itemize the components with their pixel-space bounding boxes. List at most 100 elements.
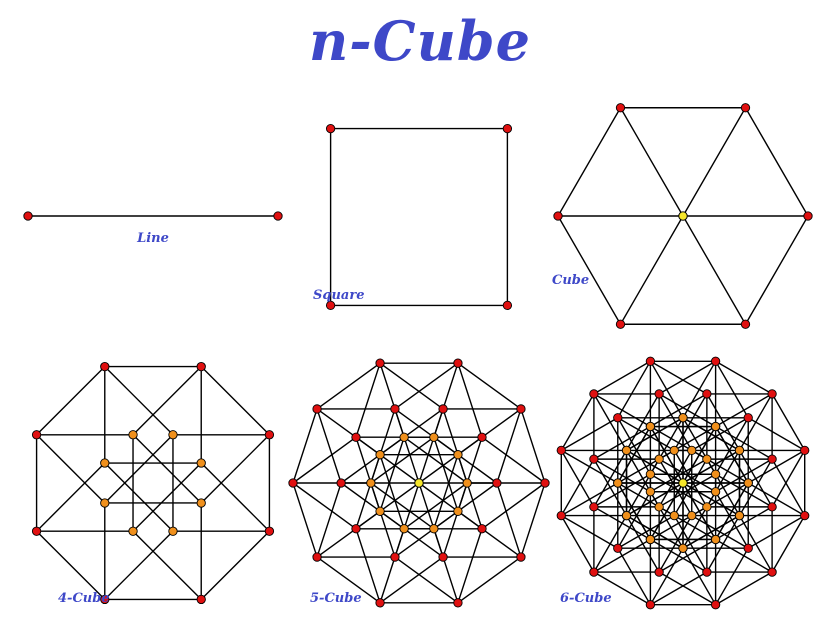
vertex [128,526,138,536]
vertex [273,211,283,221]
edge [200,434,270,504]
vertex [589,567,599,577]
edge [36,530,106,600]
vertex [710,421,721,432]
edge-group [557,107,809,325]
vertex [100,498,110,508]
edge [738,515,773,573]
vertex [540,478,550,488]
edge [433,528,459,604]
panel-label: Cube [552,273,589,288]
vertex [100,361,110,372]
vertex [613,478,623,488]
edge-group [292,362,546,604]
panel-label: Line [136,231,169,246]
edge [370,482,396,558]
edge [593,458,651,493]
edge [418,482,483,530]
edge [747,515,806,549]
edge [316,362,381,410]
edge [617,360,651,419]
vertex [800,510,810,521]
vertex [100,458,110,468]
vertex [654,567,664,577]
edge [394,510,459,558]
edge [738,450,773,508]
vertex [702,567,712,577]
edge [744,107,809,217]
vertex [453,598,463,608]
vertex-group [31,361,275,605]
vertex [312,404,322,414]
vertex [556,445,566,456]
edge [557,215,622,325]
edge [658,360,716,395]
edge [682,360,717,419]
vertex-group [556,356,810,610]
panel-5-cube: 5-Cube [288,358,550,608]
vertex [556,510,566,521]
edge [104,530,174,600]
edge [496,408,522,484]
vertex [502,300,513,311]
edge [457,528,483,604]
edge [593,506,651,541]
vertex [678,413,688,423]
vertex [438,404,448,414]
vertex [366,478,376,488]
edge [433,454,459,529]
vertex [710,356,721,366]
edge [370,436,435,484]
edge [682,547,717,606]
edge [379,528,405,604]
vertex [264,526,275,536]
vertex-group [553,103,813,329]
edge [442,482,468,558]
vertex [399,432,409,442]
vertex [645,469,656,479]
vertex [325,123,336,134]
vertex [168,526,178,536]
edge [355,528,381,604]
edge [481,482,546,530]
vertex [429,432,439,442]
page-title: n-Cube [308,9,532,73]
edge [340,436,405,484]
vertex [687,510,697,521]
edge [457,362,522,410]
edge [771,393,806,451]
edge [715,491,749,549]
vertex [100,594,110,605]
edge [626,515,684,549]
edge [617,482,651,540]
vertex [645,421,656,432]
vertex [615,103,626,113]
edge [593,393,628,451]
edge [104,366,174,436]
edge [418,408,444,484]
vertex [375,450,385,460]
edge [394,408,459,456]
vertex [31,430,42,440]
edge [36,462,106,532]
vertex [710,469,721,479]
vertex [325,300,336,311]
vertex [669,445,679,456]
edge [593,393,651,428]
vertex [615,319,626,329]
vertex [399,524,409,534]
edge [292,482,357,530]
edge [200,530,270,600]
edge [496,482,522,558]
edge [340,482,405,530]
vertex [645,356,656,366]
edge [715,482,749,540]
vertex [336,478,346,488]
edge [355,362,381,438]
edge [715,571,773,606]
edge [394,556,459,604]
edge [200,366,270,436]
panel-label: Square [313,288,364,303]
edge [292,408,318,484]
